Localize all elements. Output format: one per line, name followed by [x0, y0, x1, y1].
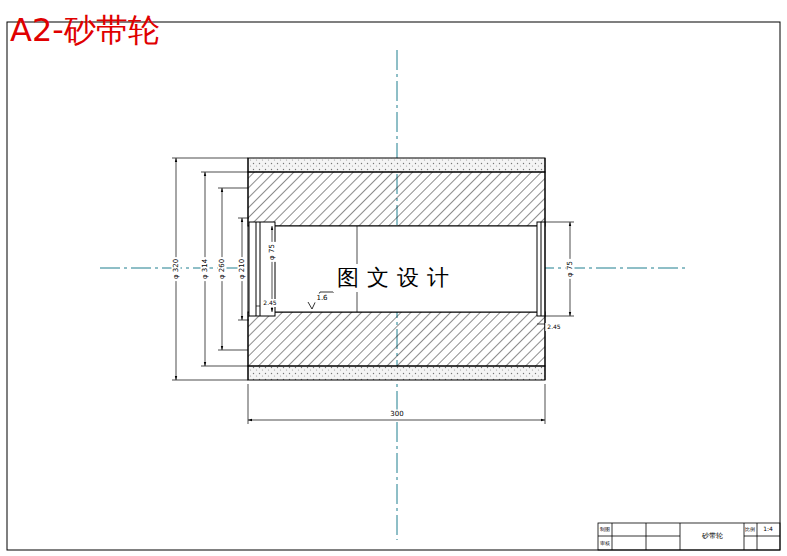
title-block-cell: 制图 [600, 527, 610, 532]
title-block-cell: 1:4 [763, 526, 773, 532]
roughness-value: 1.6 [314, 294, 329, 303]
dimension-text: 2.45 [545, 323, 562, 331]
title-block-cell: 比例 [745, 527, 755, 532]
sheet-border [7, 22, 780, 550]
dimension-text: φ 314 [201, 257, 210, 281]
bore-edge [248, 226, 545, 227]
dimension-text: φ 75 [268, 242, 277, 262]
dimension-text: 2.45 [261, 299, 278, 307]
dimension-text: φ 320 [172, 257, 181, 281]
title-block [598, 523, 780, 550]
extension-lines [172, 158, 574, 424]
bore-edge [248, 312, 545, 313]
recess-line [541, 222, 542, 316]
title-block-cell: 审核 [600, 541, 610, 546]
dimension-lines [176, 158, 570, 420]
dimension-text: φ 260 [218, 257, 227, 281]
dimension-text: φ 210 [238, 257, 247, 281]
hub-section [248, 172, 545, 226]
bore [248, 226, 545, 312]
sheet-title: A2-砂带轮 [10, 14, 160, 46]
bearing-recess [537, 222, 545, 316]
roughness-symbol [308, 292, 334, 309]
watermark: 图文设计 [333, 264, 461, 292]
abrasive-layer [248, 366, 545, 380]
wheel-edge [248, 158, 249, 380]
hub-section [248, 312, 545, 366]
wheel-edge [545, 158, 546, 380]
recess-line [256, 222, 257, 316]
dimension-text: φ 75 [566, 259, 575, 279]
dimension-text: 300 [388, 410, 405, 419]
title-block-cell: 砂带轮 [702, 533, 723, 540]
abrasive-layer [248, 158, 545, 172]
